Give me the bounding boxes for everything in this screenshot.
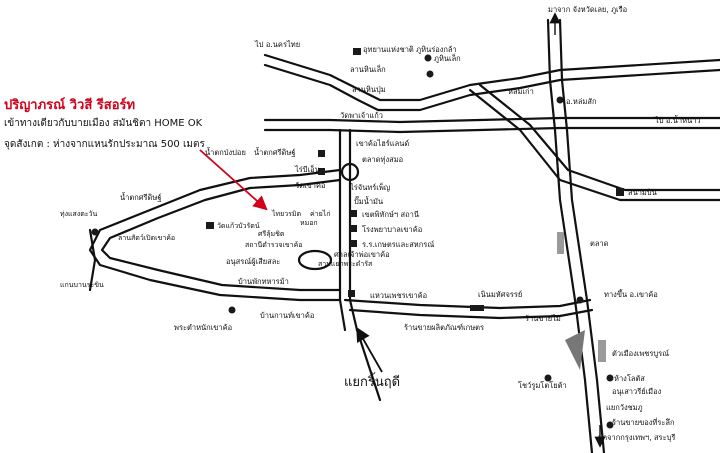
label-chao-pho: ศาลเจ้าพ่อเขาค้อ — [334, 250, 390, 259]
label-toyota: โชว์รูมโตโยต้า — [518, 381, 567, 390]
landmark-dot-icon — [544, 374, 552, 382]
label-lan-hin-poom: ลานหินปุ่ม — [352, 85, 386, 94]
label-turn-right: ทางขึ้น อ.เขาค้อ — [604, 289, 658, 299]
label-nam-tok-sri-dit-2: น้ำตกศรีดิษฐ์ — [120, 192, 162, 202]
landmark-square-icon — [353, 48, 361, 55]
road-south-1 — [343, 298, 592, 310]
label-tha-kho: หมอก — [300, 219, 318, 227]
label-big-c: ห้างโลตัส — [614, 374, 645, 383]
road-left-spur — [88, 228, 97, 292]
label-wat-pa-chao-kaeo: วัดพาเจ้าแก้ว — [340, 111, 383, 120]
label-police: ร.ร.เกษตรและสหกรณ์ — [362, 240, 434, 249]
label-lan-hin-lek: ลานหินเล็ก — [350, 64, 386, 74]
landmark-square-icon — [350, 210, 357, 217]
loop-small-1 — [340, 162, 360, 182]
label-pavilion: สถานีตำรวจเขาค้อ — [245, 241, 303, 249]
label-lan-saeng-palace: ลานสัตว์เปิดเขาค้อ — [118, 234, 175, 242]
road-south-2 — [348, 308, 594, 320]
resort-arrow-icon — [199, 149, 268, 211]
resort-title: ปริญาภรณ์ วิวสี รีสอร์ท — [4, 98, 136, 113]
landmark-square-icon — [616, 188, 624, 196]
label-hospital: โรงพยาบาลเขาค้อ — [362, 225, 422, 234]
label-market-zone: ตลาด — [590, 239, 609, 248]
road-east-2 — [558, 18, 606, 453]
junction-label: แยกริ้นฤดี — [344, 372, 400, 390]
label-national-park: อุทยานแห่งชาติ ภูหินร่องกล้า — [363, 45, 457, 54]
road-upper-1 — [263, 116, 720, 124]
landmark-square-icon — [470, 305, 484, 311]
landmark-square-icon — [318, 168, 325, 175]
label-memorial: อนุสรณ์ผู้เสียสละ — [226, 257, 280, 266]
road-upper-2 — [263, 126, 720, 134]
label-from-bangkok: มาจากกรุงเทพฯ, สระบุรี — [598, 433, 675, 442]
label-nakhon-thai: ไป อ.นครไทย — [254, 40, 300, 49]
label-lom-sak: อ.หล่มสัก — [566, 97, 597, 106]
label-phu-saeng-rung: ทุ่งแสงตะวัน — [60, 210, 97, 218]
road-loop-inner — [100, 178, 342, 292]
label-from-dan-sai: มาจาก จังหวัดเลย, ภูเรือ — [548, 5, 627, 14]
label-peace-camp: ไทยวรมิต — [271, 209, 302, 218]
label-rai-chan-pen: ไร่จันทร์เพ็ญ — [349, 182, 390, 192]
label-phetchabun-city: ตัวเมืองเพชรบูรณ์ — [612, 349, 669, 358]
landmark-dot-icon — [426, 70, 434, 78]
market-zone — [557, 232, 564, 254]
landmark-square-icon — [350, 240, 357, 247]
label-khao-kho-highland: เขาค้อไฮร์แลนด์ — [356, 139, 409, 148]
landmark-dot-icon — [576, 296, 584, 304]
label-kan-ban: แกนบานระขิน — [60, 281, 104, 289]
label-ban-khao-kho-center: ร้านขายผลิตภัณฑ์เกษตร — [404, 323, 484, 332]
city-zone — [598, 340, 606, 362]
label-khao-kho-palace: บ้านกานท์เขาค้อ — [260, 311, 314, 320]
label-khao-tho: อนุเสาวรีย์เมือง — [612, 387, 662, 396]
landmark-square-icon — [206, 222, 214, 229]
label-royal-guest: พระตำหนักเขาค้อ — [174, 323, 232, 332]
landmark-markers — [91, 48, 624, 429]
label-ban-thi-phak: บ้านพักทหารม้า — [238, 277, 289, 286]
landmark-dot-icon — [424, 54, 432, 62]
loop-small-2 — [297, 249, 333, 271]
label-to-nam-nao: ไป อ.น้ำหนาว — [654, 115, 701, 125]
label-lom-kao: หล่มเก่า — [508, 87, 534, 96]
label-daeng-nua: ศรีลุ้มชิต — [258, 230, 285, 238]
label-phuhin-lek: ภูหินเล็ก — [434, 53, 461, 63]
label-khao-kho-ha: เขตพิทักษ์ฯ สถานี — [362, 210, 419, 219]
road-diag-1 — [468, 88, 720, 202]
reservoir-icon — [565, 330, 585, 370]
label-pine-road: เนินมหัศจรรย์ — [478, 290, 522, 299]
label-hospital-gas: ปั๊มน้ำมัน — [354, 196, 383, 206]
landmark-square-icon — [350, 225, 357, 232]
label-talad-thung-samo: ตลาดทุ่งสมอ — [362, 155, 403, 164]
road-diag-2 — [478, 83, 720, 192]
landmark-dot-icon — [556, 96, 564, 104]
label-wat-khao-kho: วัดเขาค้อ — [295, 181, 326, 190]
road-north-2 — [263, 63, 720, 112]
road-east-1 — [546, 18, 594, 453]
label-saraburi-jct: แยกวังชมภู — [606, 403, 643, 412]
landmark-note: จุดสังเกต : ห่างจากแหนรักประมาณ 500 เมตร — [4, 139, 205, 150]
label-nam-tok-pong: น้ำตกป่งปอย — [205, 147, 246, 157]
label-cabbage: แหวนเพชรเขาค้อ — [370, 291, 427, 300]
landmark-dot-icon — [228, 306, 236, 314]
landmark-square-icon — [318, 150, 325, 157]
road-north-1 — [263, 53, 720, 102]
label-airport: สนามบิน — [628, 188, 657, 197]
label-khao-kho-monument: ร้านขายไม้ — [525, 314, 561, 323]
road-loop-outer — [88, 168, 342, 302]
label-rai-bin-len: ไร่บีเอ็น — [294, 164, 320, 174]
route-note: เข้าทางเดียวกับบายเมือง สมันชิตา HOME OK — [4, 118, 203, 129]
label-fire-station: สามแยกพระดำรัส — [318, 260, 373, 268]
label-market: ค่ายไก่ — [310, 209, 330, 218]
label-resort: วัดแก้วบัวรัตน์ — [217, 222, 260, 230]
landmark-square-icon — [348, 290, 355, 297]
landmark-dot-icon — [606, 374, 614, 382]
landmark-dot-icon — [91, 228, 99, 236]
label-nam-tok-sri-dit: น้ำตกศรีดิษฐ์ — [254, 147, 296, 157]
label-market-road: ร้านขายของที่ระลึก — [612, 417, 675, 427]
junction-arrow-icon — [356, 326, 383, 373]
landmark-dot-icon — [606, 421, 614, 429]
